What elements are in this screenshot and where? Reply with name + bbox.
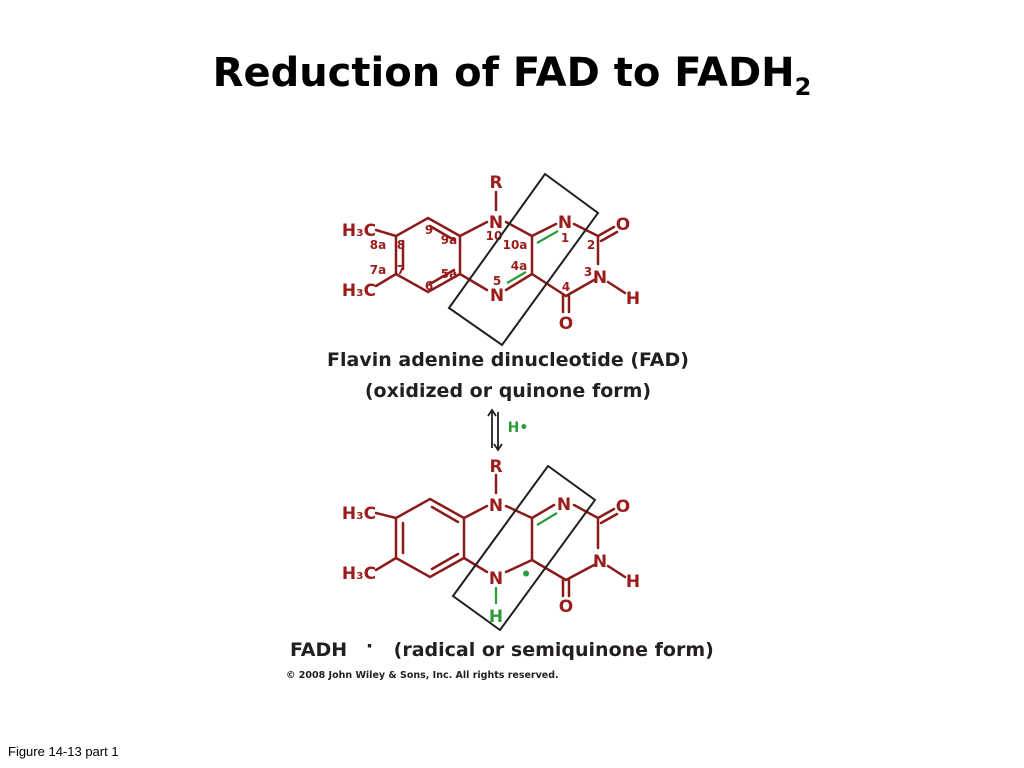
fadh-n1-label: N	[557, 495, 571, 515]
fad-n5-label: N	[490, 286, 504, 306]
fad-ch3-bottom-label: H₃C	[342, 281, 376, 301]
fadh-name-main: FADH	[290, 639, 347, 661]
fadh-n3-label: N	[593, 552, 607, 572]
fad-atom-labels: R N N O N H N O H₃C H₃C	[342, 173, 640, 334]
fad-num-6: 6	[425, 279, 433, 293]
fadh-radical-dot: •	[521, 565, 532, 585]
fad-num-4: 4	[562, 280, 570, 294]
copyright-notice: © 2008 John Wiley & Sons, Inc. All right…	[286, 670, 559, 681]
fadh-h5-label: H	[489, 607, 503, 627]
fad-num-5a: 5a	[441, 267, 457, 281]
fad-name-line2: (oxidized or quinone form)	[365, 380, 651, 402]
fadh-ch3-bottom-label: H₃C	[342, 564, 376, 584]
fad-num-1: 1	[561, 231, 569, 245]
fadh-name: FADH · (radical or semiquinone form)	[290, 635, 714, 661]
figure-caption: Figure 14-13 part 1	[8, 744, 119, 759]
fad-n10-label: N	[489, 213, 503, 233]
fadh-highlight-box	[451, 464, 597, 632]
title-text: Reduction of FAD to FADH	[212, 50, 795, 96]
fad-bonds	[374, 190, 627, 314]
fad-name-line1: Flavin adenine dinucleotide (FAD)	[327, 349, 689, 371]
fad-num-8: 8	[397, 238, 405, 252]
fad-highlight-box	[447, 172, 600, 347]
fad-num-2: 2	[587, 238, 595, 252]
fad-ch3-top-label: H₃C	[342, 221, 376, 241]
fad-r-label: R	[489, 173, 502, 193]
fad-green-double-bonds	[506, 230, 559, 284]
reagent-label: H•	[508, 420, 529, 436]
fadh-o4-label: O	[559, 597, 573, 617]
fad-num-7: 7	[397, 263, 405, 277]
fad-position-numbers: 9 8 8a 9a 10 10a 1 2 3 4 4a 5 5a 6 7 7a	[370, 223, 595, 294]
equilibrium-arrows	[487, 408, 503, 452]
fad-num-9a: 9a	[441, 233, 457, 247]
fadh-structure: R N N O N H N O H₃C H₃C H • FADH · (radi…	[290, 457, 714, 661]
fad-o2-label: O	[616, 215, 630, 235]
fad-num-10a: 10a	[503, 238, 528, 252]
fadh-name-dot: ·	[366, 635, 373, 657]
fadh-atom-labels: R N N O N H N O H₃C H₃C	[342, 457, 640, 617]
fad-num-9: 9	[425, 223, 433, 237]
fadh-name-form: (radical or semiquinone form)	[394, 639, 714, 661]
fad-num-7a: 7a	[370, 263, 386, 277]
fad-num-4a: 4a	[511, 259, 527, 273]
fadh-n10-label: N	[489, 496, 503, 516]
fadh-o2-label: O	[616, 497, 630, 517]
fadh-r-label: R	[489, 457, 502, 477]
slide-title: Reduction of FAD to FADH2	[0, 50, 1024, 101]
fad-n3-label: N	[593, 268, 607, 288]
fad-n1-label: N	[558, 213, 572, 233]
fad-num-3: 3	[584, 265, 592, 279]
fad-o4-label: O	[559, 314, 573, 334]
fadh-bonds	[374, 473, 627, 598]
fad-num-8a: 8a	[370, 238, 386, 252]
fad-structure: R N N O N H N O H₃C H₃C 9 8 8a 9a 10 10a…	[327, 172, 689, 402]
fadh-h3-label: H	[626, 572, 640, 592]
fadh-ch3-top-label: H₃C	[342, 504, 376, 524]
fadh-green-bonds	[494, 512, 558, 604]
fad-num-5: 5	[493, 274, 501, 288]
title-subscript: 2	[794, 73, 812, 101]
fad-h3-label: H	[626, 289, 640, 309]
fadh-n5-label: N	[489, 569, 503, 589]
